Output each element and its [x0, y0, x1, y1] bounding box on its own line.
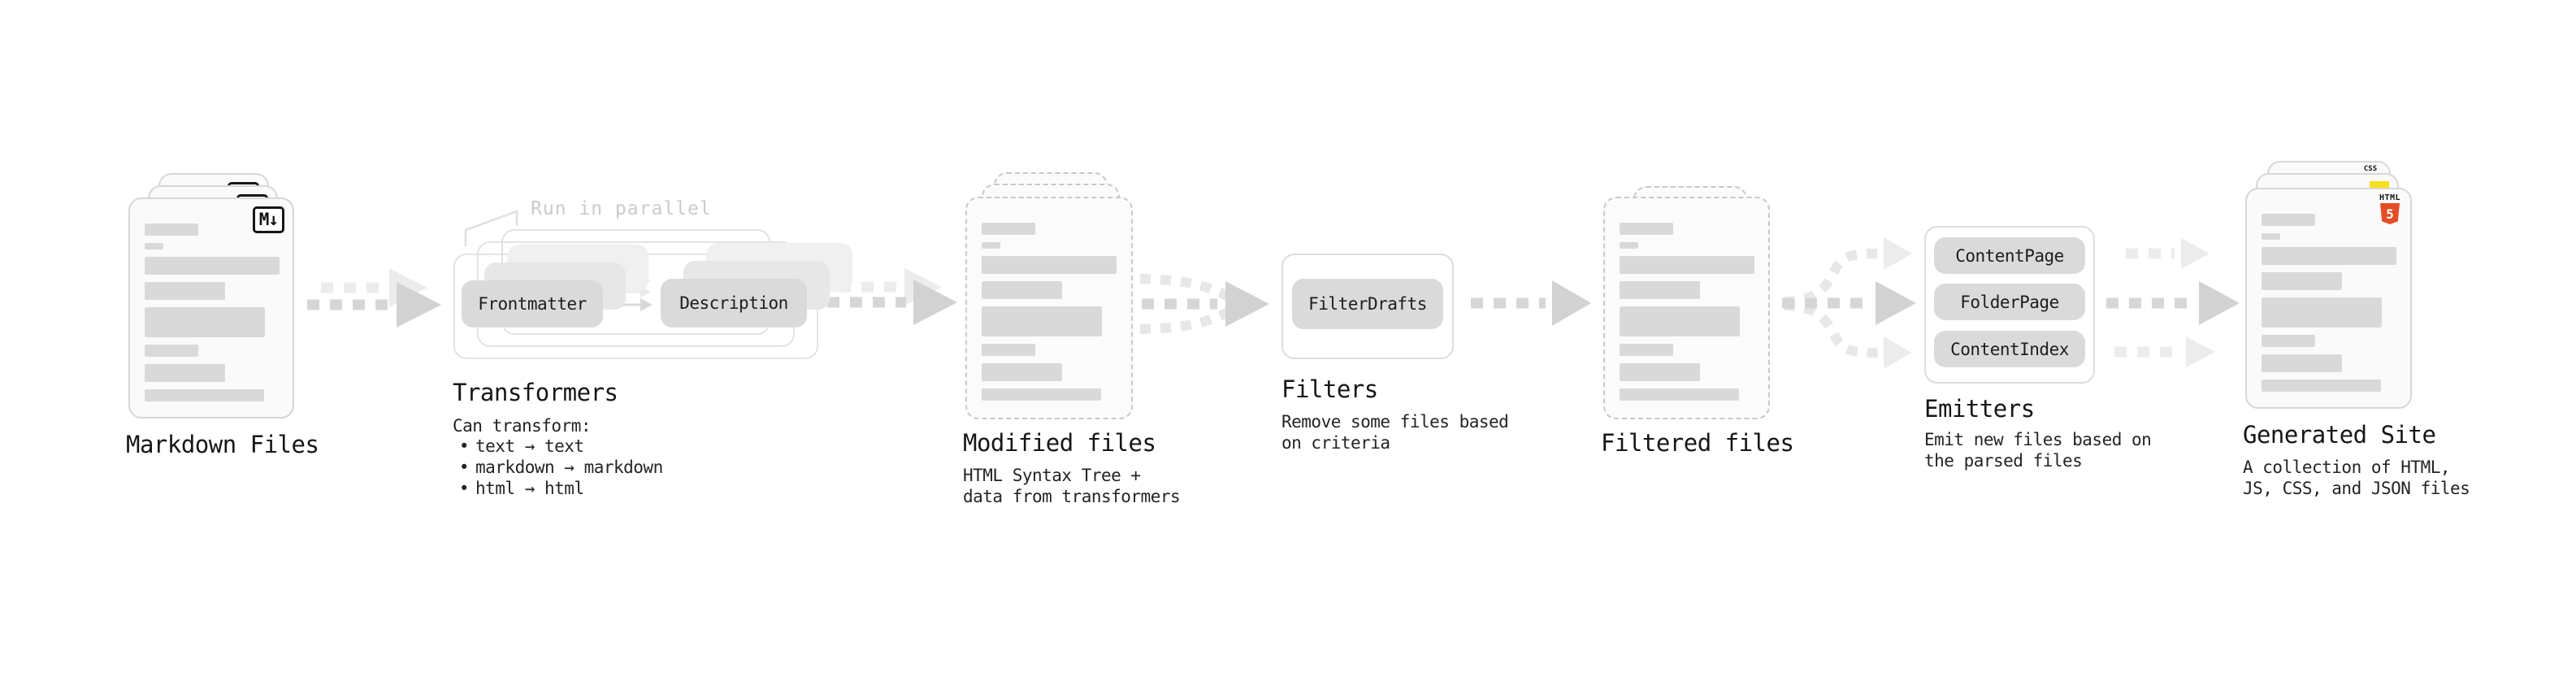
bullet-item: •markdown → markdown — [458, 458, 663, 477]
node-description: Remove some files based on criteria — [1281, 412, 1509, 453]
chip-contentindex: ContentIndex — [1934, 331, 2085, 367]
file-card: HTML 5 — [2245, 188, 2412, 409]
node-description: HTML Syntax Tree + data from transformer… — [963, 466, 1181, 506]
node-description: Emit new files based on the parsed files — [1924, 430, 2152, 471]
file-card — [965, 197, 1133, 419]
node-transformers: Frontmatter Description Run in parallel … — [451, 195, 852, 512]
node-description: A collection of HTML, JS, CSS, and JSON … — [2243, 458, 2470, 498]
js-icon — [2370, 181, 2389, 189]
file-card: M↓ — [128, 197, 294, 419]
node-label: Filters — [1281, 375, 1378, 403]
skeleton-text — [1620, 223, 1755, 401]
chip-frontmatter: Frontmatter — [462, 280, 603, 327]
node-label: Filtered files — [1601, 429, 1794, 457]
bullet-list: •text → text •markdown → markdown •html … — [453, 436, 663, 499]
node-label: Modified files — [963, 429, 1156, 457]
chip-contentpage: ContentPage — [1934, 237, 2085, 274]
node-label: Emitters — [1924, 395, 2035, 423]
chip-description: Description — [661, 279, 807, 327]
node-emitters: ContentPage FolderPage ContentIndex Emit… — [1922, 224, 2166, 476]
node-markdown-files: M↓ M↓ M↓ Markdown Files — [126, 158, 362, 500]
skeleton-text — [2262, 214, 2397, 392]
callout-run-in-parallel: Run in parallel — [531, 198, 712, 219]
node-generated-site: CSS HTML 5 Generated Site A collection o… — [2243, 158, 2519, 508]
node-label: Markdown Files — [126, 431, 319, 458]
chip-folderpage: FolderPage — [1934, 284, 2085, 320]
node-label: Transformers — [453, 379, 618, 406]
node-filtered-files: Filtered files — [1601, 158, 1845, 484]
skeleton-text — [145, 223, 280, 401]
chip-filterdrafts: FilterDrafts — [1292, 279, 1443, 329]
file-card — [1603, 197, 1770, 419]
skeleton-text — [982, 223, 1118, 401]
node-filters: FilterDrafts Filters Remove some files b… — [1280, 252, 1524, 463]
html5-icon: HTML 5 — [2379, 193, 2400, 224]
bullet-item: •text → text — [458, 436, 584, 456]
node-modified-files: Modified files HTML Syntax Tree + data f… — [963, 158, 1207, 508]
markdown-icon: M↓ — [252, 206, 284, 233]
node-label: Generated Site — [2243, 421, 2436, 449]
bullet-item: •html → html — [458, 479, 584, 498]
note-title: Can transform: — [453, 416, 592, 436]
